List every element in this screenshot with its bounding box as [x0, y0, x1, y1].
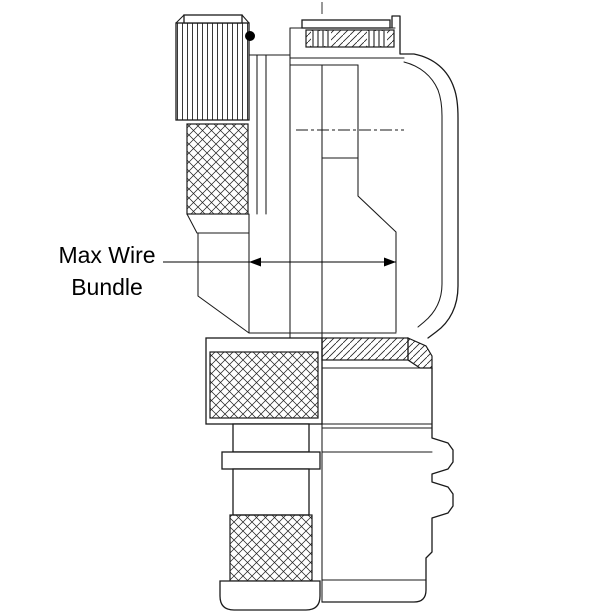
coupling-ring-knurl [209, 351, 319, 419]
band-lower-lines [321, 367, 433, 425]
nut-rim-chamfers [175, 14, 250, 24]
elbow-housing [321, 15, 459, 603]
lower-body-step-lines [321, 427, 433, 581]
grommet-nut-knurl [229, 514, 313, 582]
clamp-screw-right [367, 31, 387, 46]
elbow-outer-profile [391, 15, 459, 339]
elbow-inner-profile [403, 61, 443, 328]
lower-body-outer-profile [321, 367, 454, 603]
mid-coupling-ring [205, 337, 433, 425]
nut-body-vertical-knurl [175, 22, 250, 121]
nut-top-rim [183, 14, 243, 24]
cable-entry-stack [219, 423, 321, 611]
o-ring-section-dot [245, 31, 255, 41]
centerlines [296, 2, 404, 131]
entry-neck-lower [232, 468, 310, 516]
wire-bundle-cavity-walls [321, 64, 397, 603]
entry-end-cap [219, 580, 321, 611]
clamp-screw-slots [312, 30, 385, 47]
dimension-label-line1: Max Wire [58, 242, 155, 268]
lower-shell-body [321, 367, 454, 603]
dimension-arrow-right-icon [384, 257, 396, 267]
shell-inner-walls [186, 27, 397, 339]
entry-flange [221, 451, 321, 470]
shell-wall-lines [186, 27, 397, 339]
cable-clamp-top [289, 19, 405, 66]
clamp-screw-left [311, 31, 331, 46]
nut-cross-knurl-band [186, 123, 249, 215]
band-section-strip [321, 337, 409, 361]
dimension-label-line2: Bundle [71, 274, 143, 300]
dimension-annotation: Max Wire Bundle [58, 242, 396, 300]
top-coupling-nut [175, 14, 255, 215]
entry-neck-upper [232, 423, 310, 453]
clamp-bar-rim [301, 19, 391, 29]
clamp-base-lines [289, 27, 405, 66]
dimension-arrow-left-icon [249, 257, 261, 267]
